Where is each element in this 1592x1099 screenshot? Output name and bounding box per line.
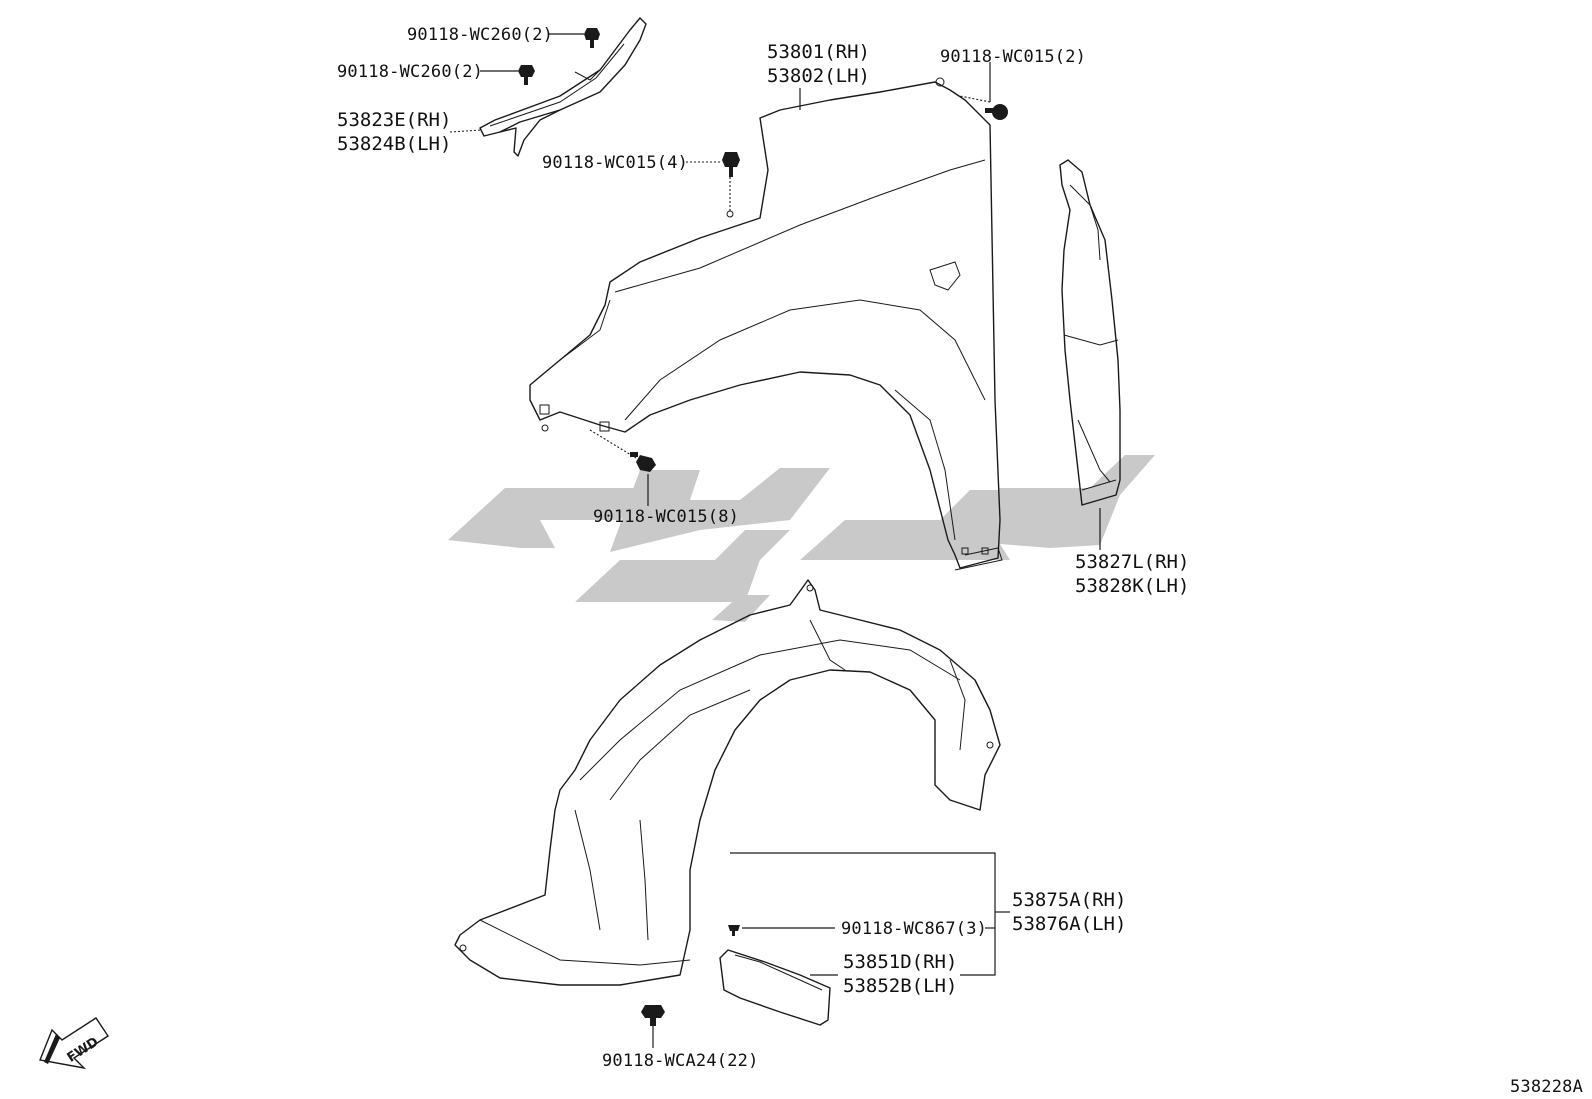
label-mudguard-rh: 53851D(RH)	[843, 951, 957, 973]
fender-liner-part	[454, 579, 1001, 986]
bolt-upper-icon	[722, 152, 740, 177]
mudguard-part	[719, 949, 831, 1026]
label-seal-rh: 53823E(RH)	[337, 109, 451, 131]
label-clip-top-a: 90118-WC260(2)	[407, 25, 553, 45]
watermark-logo	[448, 455, 1155, 622]
fwd-arrow-icon: FWD	[39, 1017, 109, 1070]
bolt-lower-icon	[630, 452, 656, 472]
label-bolt-top-right: 90118-WC015(2)	[940, 47, 1086, 67]
label-mudguard-lh: 53852B(LH)	[843, 975, 957, 997]
front-fender-part	[529, 77, 1003, 571]
clip-bottom-icon	[641, 1005, 665, 1026]
label-liner-lh: 53876A(LH)	[1012, 913, 1126, 935]
label-bolt-lower: 90118-WC015(8)	[593, 507, 739, 527]
bolt-top-right-icon	[985, 104, 1008, 120]
label-bolt-upper: 90118-WC015(4)	[542, 153, 688, 173]
label-clip-bottom: 90118-WCA24(22)	[602, 1051, 759, 1071]
fender-seal-part	[479, 17, 647, 157]
clip-top-a-icon	[584, 28, 600, 48]
clip-top-b-icon	[518, 65, 535, 85]
label-liner-rh: 53875A(RH)	[1012, 889, 1126, 911]
screw-liner-icon	[728, 925, 740, 936]
part-labels: 90118-WC260(2) 90118-WC260(2) 53823E(RH)…	[337, 25, 1583, 1097]
label-seal-lh: 53824B(LH)	[337, 133, 451, 155]
leader-lines	[449, 33, 1101, 1048]
fender-protector-part	[1059, 159, 1121, 506]
label-screw-liner: 90118-WC867(3)	[841, 919, 987, 939]
label-fender-lh: 53802(LH)	[767, 65, 870, 87]
diagram-code: 538228A	[1510, 1077, 1583, 1097]
label-clip-top-b: 90118-WC260(2)	[337, 62, 483, 82]
label-fender-rh: 53801(RH)	[767, 41, 870, 63]
label-protector-rh: 53827L(RH)	[1075, 551, 1189, 573]
label-protector-lh: 53828K(LH)	[1075, 575, 1189, 597]
